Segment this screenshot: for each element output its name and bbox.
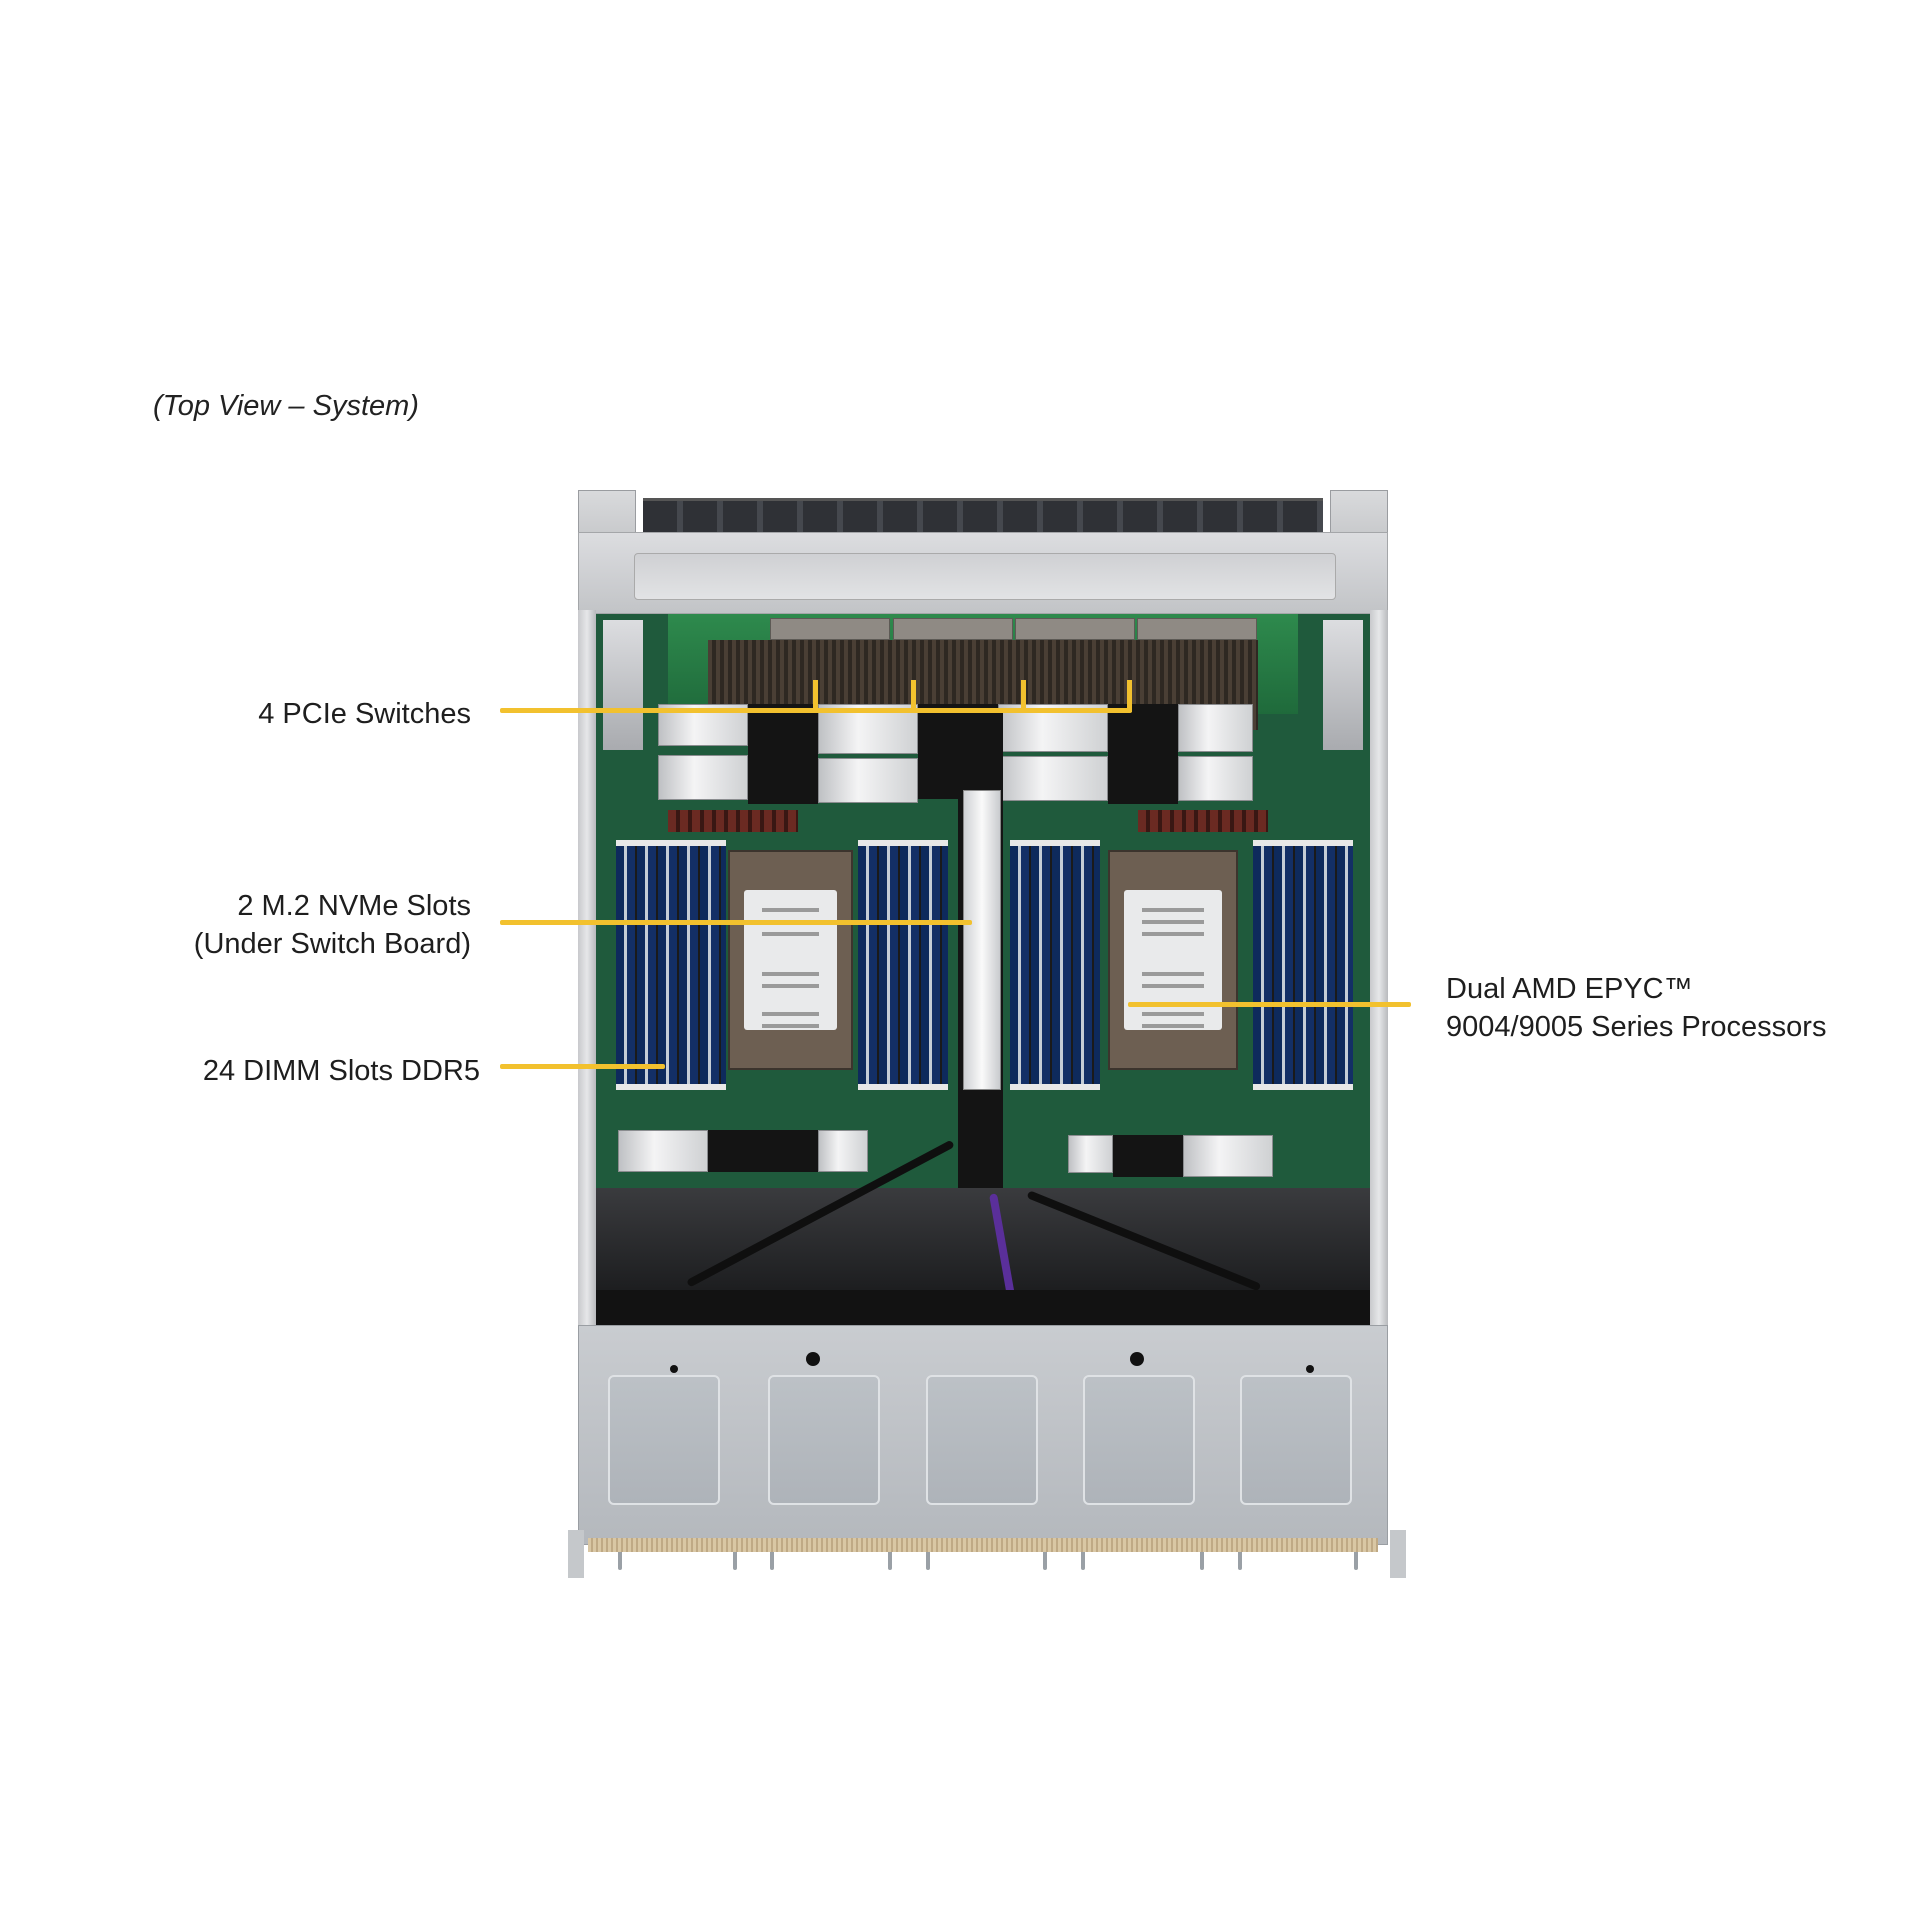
pcie-slot [893,618,1013,640]
callout-text: Dual AMD EPYC™ [1446,973,1693,1005]
leader-line-processors [1128,1002,1411,1007]
ribbon-cable [998,756,1108,801]
left-side-rail [578,610,596,1330]
hook [1354,1552,1358,1570]
dimm-bank-cpu1-left [616,840,726,1090]
hook [618,1552,622,1570]
drive-bay-panel [1083,1375,1195,1505]
callout-text: 4 PCIe Switches [258,698,471,730]
hook [1043,1552,1047,1570]
ribbon-cable [1178,704,1253,752]
callout-label-m2-nvme: 2 M.2 NVMe Slots (Under Switch Board) [194,887,471,963]
hook [1200,1552,1204,1570]
leader-tick-switch-3 [1021,680,1026,712]
server-chassis-image [548,490,1418,1585]
ribbon-cable [618,1130,708,1172]
hook [1081,1552,1085,1570]
center-ribbon-cable [963,790,1001,1090]
callout-label-pcie-switches: 4 PCIe Switches [258,695,471,733]
right-riser [1323,620,1363,750]
ribbon-cable-black [748,704,818,804]
fan-bay [596,1188,1370,1293]
vrm-heatsink [668,810,798,832]
ribbon-cable [818,758,918,803]
ribbon-cable-black [1113,1135,1183,1177]
figure-caption: (Top View – System) [153,390,419,422]
leader-line-m2-nvme [500,920,972,925]
leader-tick-switch-1 [813,680,818,712]
left-riser [603,620,643,750]
vrm-heatsink [1138,810,1268,832]
ribbon-cable [818,1130,868,1172]
ribbon-cable-black [708,1130,818,1172]
dimm-bank-cpu1-right [858,840,948,1090]
front-right-ear [1390,1530,1406,1578]
leader-line-dimm-slots [500,1064,665,1069]
callout-label-processors: Dual AMD EPYC™ 9004/9005 Series Processo… [1446,970,1826,1046]
cpu1-heatsink [728,850,853,1070]
drive-bay-panel [926,1375,1038,1505]
leader-tick-switch-2 [911,680,916,712]
drive-bay-panel [768,1375,880,1505]
mounting-hole [1130,1352,1144,1366]
pcie-slot [1015,618,1135,640]
ribbon-cable-black [1108,704,1178,804]
callout-text: 24 DIMM Slots DDR5 [202,1055,480,1087]
drive-bay-panel [608,1375,720,1505]
dimm-bank-cpu2-right [1253,840,1353,1090]
hook [926,1552,930,1570]
leader-tick-switch-4 [1127,680,1132,712]
hook [888,1552,892,1570]
callout-text: (Under Switch Board) [193,928,471,960]
pcie-slot [1137,618,1257,640]
fan-frame [596,1290,1370,1326]
right-side-rail [1370,610,1388,1330]
drive-bay-panel [1240,1375,1352,1505]
front-left-ear [568,1530,584,1578]
front-vent-strip [588,1538,1378,1552]
ribbon-cable [658,755,748,800]
callout-text: 9004/9005 Series Processors [1446,1011,1827,1043]
hook [770,1552,774,1570]
mounting-hole [1306,1365,1314,1373]
ribbon-cable [1183,1135,1273,1177]
hook [733,1552,737,1570]
top-bracket [578,532,1388,614]
callout-text: 2 M.2 NVMe Slots [237,890,471,922]
hook [1238,1552,1242,1570]
pcie-slot [770,618,890,640]
callout-label-dimm-slots: 24 DIMM Slots DDR5 [203,1052,480,1090]
ribbon-cable [1068,1135,1113,1173]
mounting-hole [670,1365,678,1373]
dimm-bank-cpu2-left [1010,840,1100,1090]
cpu2-heatsink [1108,850,1238,1070]
ribbon-cable [1178,756,1253,801]
mounting-hole [806,1352,820,1366]
